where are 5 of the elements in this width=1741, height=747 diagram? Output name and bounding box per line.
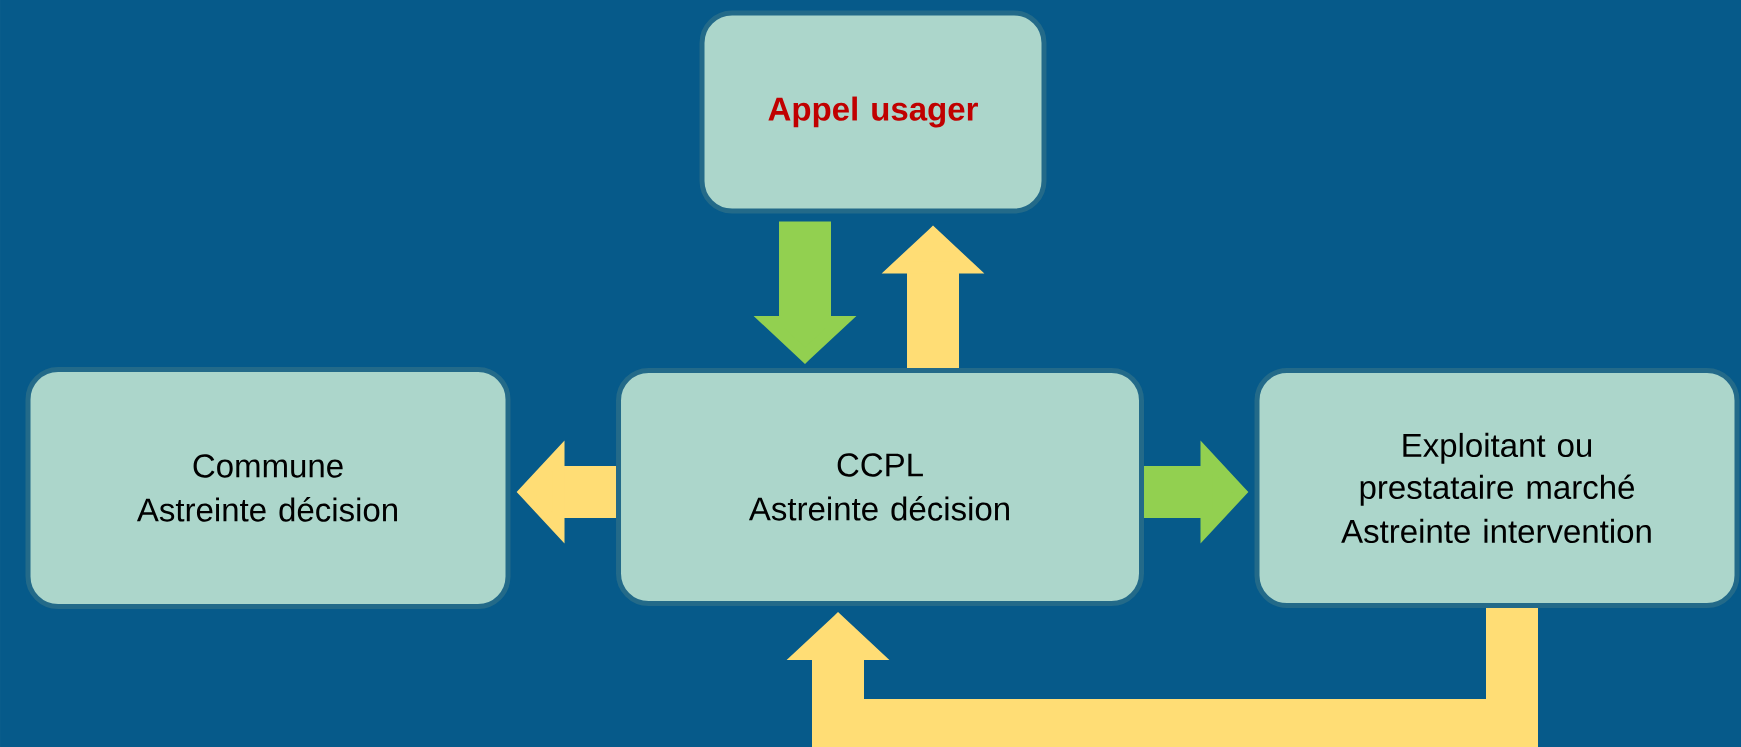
process-box: CCPL Astreinte décision (616, 368, 1144, 606)
process-box: Exploitant ou prestataire marché Astreinte intervention (1254, 368, 1740, 608)
block-arrow (786, 608, 1538, 747)
process-box: Appel usager (699, 10, 1047, 214)
process-box: Commune Astreinte décision (25, 367, 511, 609)
